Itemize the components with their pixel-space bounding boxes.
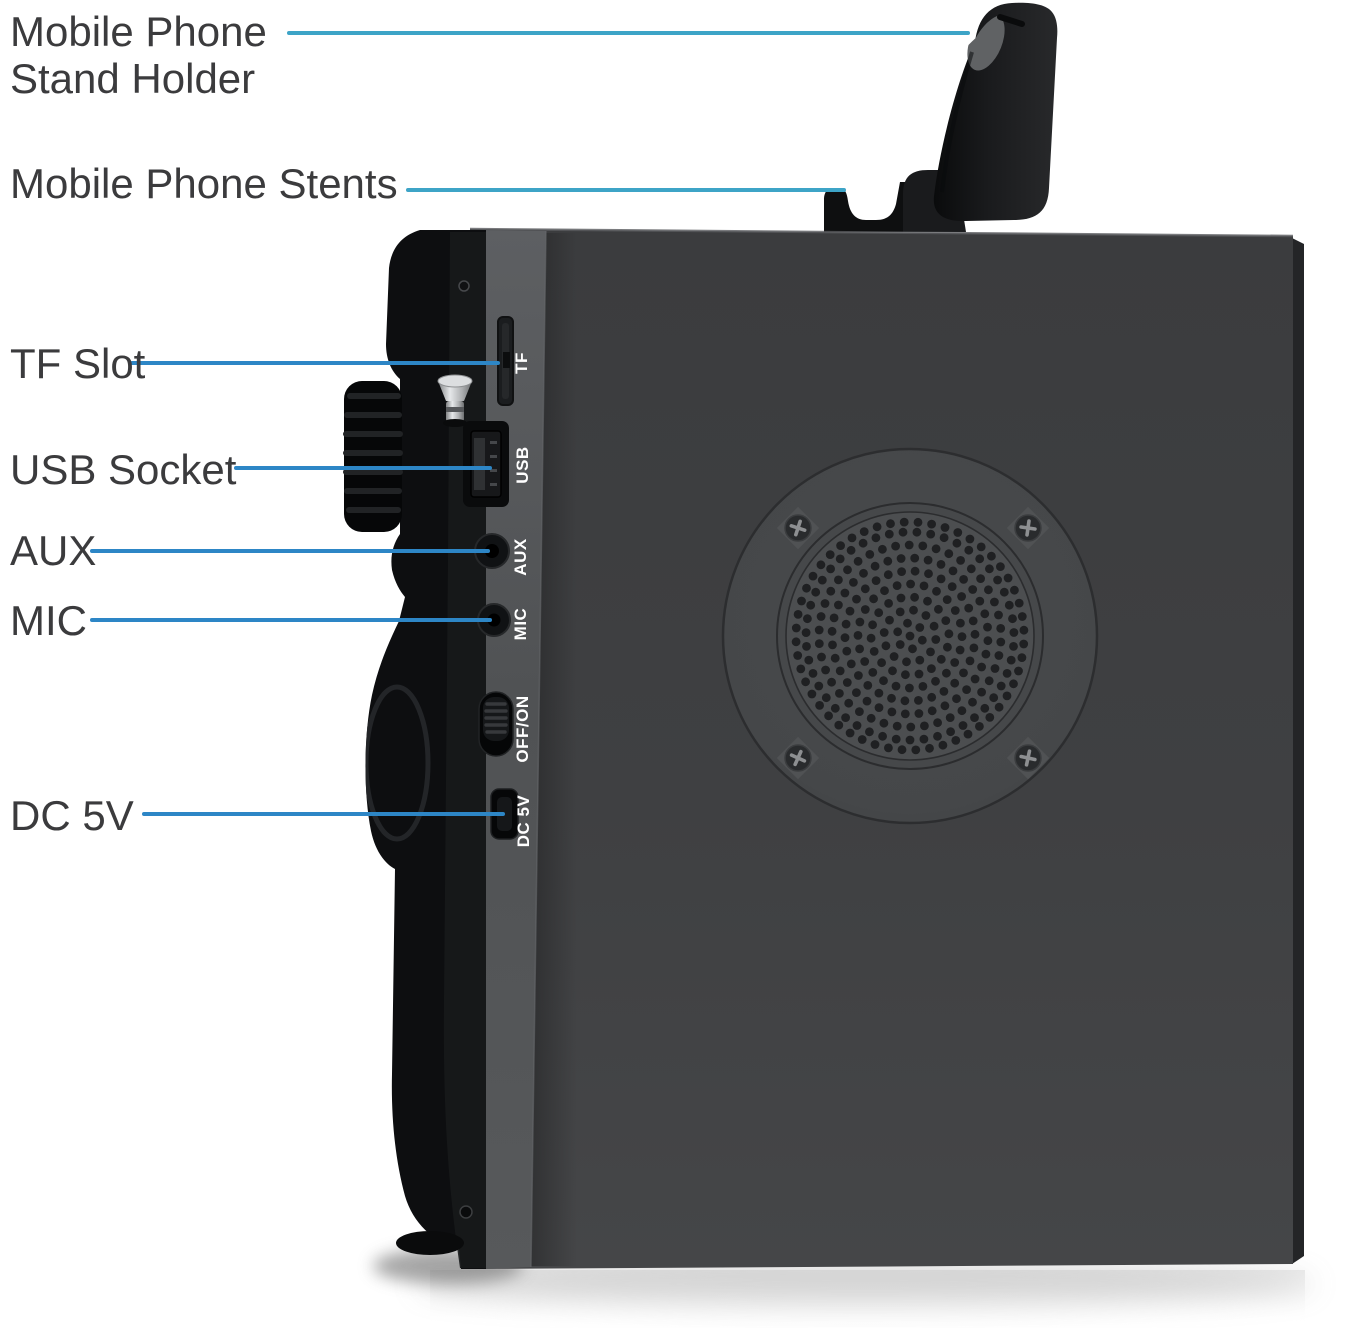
callout-tf-slot: TF Slot xyxy=(10,340,146,387)
leader-line-usb xyxy=(234,466,492,470)
leader-line-stents xyxy=(406,188,846,192)
leader-line-tf xyxy=(130,361,500,365)
box-top-edge xyxy=(469,227,1294,238)
cabinet-screw-bottom xyxy=(459,1205,473,1219)
volume-knob xyxy=(343,381,403,532)
cabinet-foot xyxy=(396,1231,464,1255)
leader-line-dc xyxy=(142,812,505,816)
aux-port-label: AUX xyxy=(511,538,530,576)
callout-stents: Mobile Phone Stents xyxy=(10,160,398,207)
tf-slot xyxy=(497,316,514,406)
ground-shadow xyxy=(373,1248,1315,1328)
callout-dc-5v: DC 5V xyxy=(10,792,134,839)
cabinet-screw-top xyxy=(458,280,470,292)
power-switch xyxy=(478,691,514,757)
callout-mic: MIC xyxy=(10,597,87,644)
tf-port-label: TF xyxy=(512,352,531,374)
antenna-tip xyxy=(437,374,473,427)
leader-line-mic xyxy=(90,618,492,622)
callout-usb-socket: USB Socket xyxy=(10,446,237,493)
box-right-edge xyxy=(1292,238,1304,1264)
callout-stand-holder-line1: Mobile Phone xyxy=(10,8,267,55)
power-switch-label: OFF/ON xyxy=(513,695,532,762)
callout-stand-holder-line2: Stand Holder xyxy=(10,55,256,102)
dc-port-label: DC 5V xyxy=(514,795,533,848)
mic-jack xyxy=(477,603,511,637)
mic-port-label: MIC xyxy=(511,608,530,641)
callout-aux: AUX xyxy=(10,527,97,574)
usb-port-label: USB xyxy=(513,446,532,483)
phone-stand-arm xyxy=(933,2,1058,222)
speaker-driver xyxy=(721,447,1099,825)
leader-line-stand-holder xyxy=(287,31,970,35)
leader-line-aux xyxy=(90,549,490,553)
speaker-grille-holes xyxy=(791,517,1029,755)
callout-stand-holder: Mobile Phone Stand Holder xyxy=(10,8,267,102)
usb-port xyxy=(463,421,509,507)
phone-stand-hook xyxy=(824,182,908,232)
